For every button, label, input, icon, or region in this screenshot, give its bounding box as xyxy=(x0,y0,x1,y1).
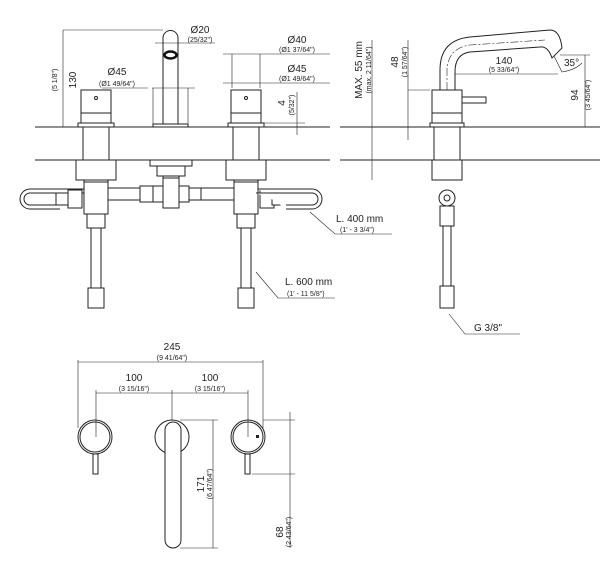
dim-max-thickness-in: (max. 2 11/64") xyxy=(366,46,373,93)
dim-left-handle-diameter-mm: Ø45 xyxy=(108,67,127,78)
dim-height-mm: 130 xyxy=(68,71,79,88)
supply-hoses xyxy=(19,177,323,309)
hose-short-length-mm: L. 400 mm xyxy=(336,214,383,225)
hose-long-length-mm: L. 600 mm xyxy=(285,277,332,288)
dim-reach-in: (5 33/64") xyxy=(489,67,520,74)
dim-spacing-right-mm: 100 xyxy=(202,373,219,384)
dim-height-in: (5 1/8") xyxy=(52,69,59,92)
dim-spacing-left-mm: 100 xyxy=(126,373,143,384)
dim-left-handle-diameter-in: (Ø1 49/64") xyxy=(99,81,135,88)
hose-long-length-in: (1' - 11 5/8") xyxy=(287,291,325,298)
dim-handle-offset-mm: 68 xyxy=(275,526,286,538)
dim-spout-height-mm: 94 xyxy=(570,89,581,101)
dim-base-height-mm: 4 xyxy=(277,100,288,106)
dim-handle-offset-in: (2 43/64") xyxy=(286,517,293,548)
spout-angle: 35° xyxy=(564,58,579,69)
dim-handle-height-in: (1 57/64") xyxy=(402,47,409,78)
hose-short-length-in: (1' - 3 3/4") xyxy=(340,227,374,234)
dim-spout-diameter-mm: Ø20 xyxy=(191,25,210,36)
front-view: 130 (5 1/8") Ø45 (Ø1 49/64") Ø20 (25/32"… xyxy=(19,25,392,309)
dim-spout-height-in: (3 45/64") xyxy=(585,80,592,111)
dim-overall-width-mm: 245 xyxy=(164,342,181,353)
dim-right-top-diameter-in: (Ø1 37/64") xyxy=(279,47,315,54)
dim-max-thickness-mm: MAX. 55 mm xyxy=(354,41,365,99)
dim-base-height-in: (5/32") xyxy=(289,95,296,116)
dim-spout-length-mm: 171 xyxy=(196,475,207,492)
dim-overall-width-in: (9 41/64") xyxy=(157,355,188,362)
dim-reach-mm: 140 xyxy=(496,56,513,67)
dim-spacing-right-in: (3 15/16") xyxy=(195,386,226,393)
left-handle xyxy=(75,89,117,193)
connection-size: G 3/8" xyxy=(474,323,502,334)
top-view: 245 (9 41/64") 100 (3 15/16") 100 (3 15/… xyxy=(77,342,295,549)
dim-right-diameter-mm: Ø45 xyxy=(288,64,307,75)
dim-right-diameter-in: (Ø1 49/64") xyxy=(279,76,315,83)
dim-spacing-left-in: (3 15/16") xyxy=(119,386,150,393)
dim-spout-diameter-in: (25/32") xyxy=(188,37,213,44)
side-view: G 3/8" MAX. 55 mm (max. 2 11/64") 48 (1 … xyxy=(340,29,600,335)
dim-handle-height-mm: 48 xyxy=(390,56,401,68)
dim-spout-length-in: (6 47/64") xyxy=(207,469,214,500)
dim-right-top-diameter-mm: Ø40 xyxy=(288,35,307,46)
